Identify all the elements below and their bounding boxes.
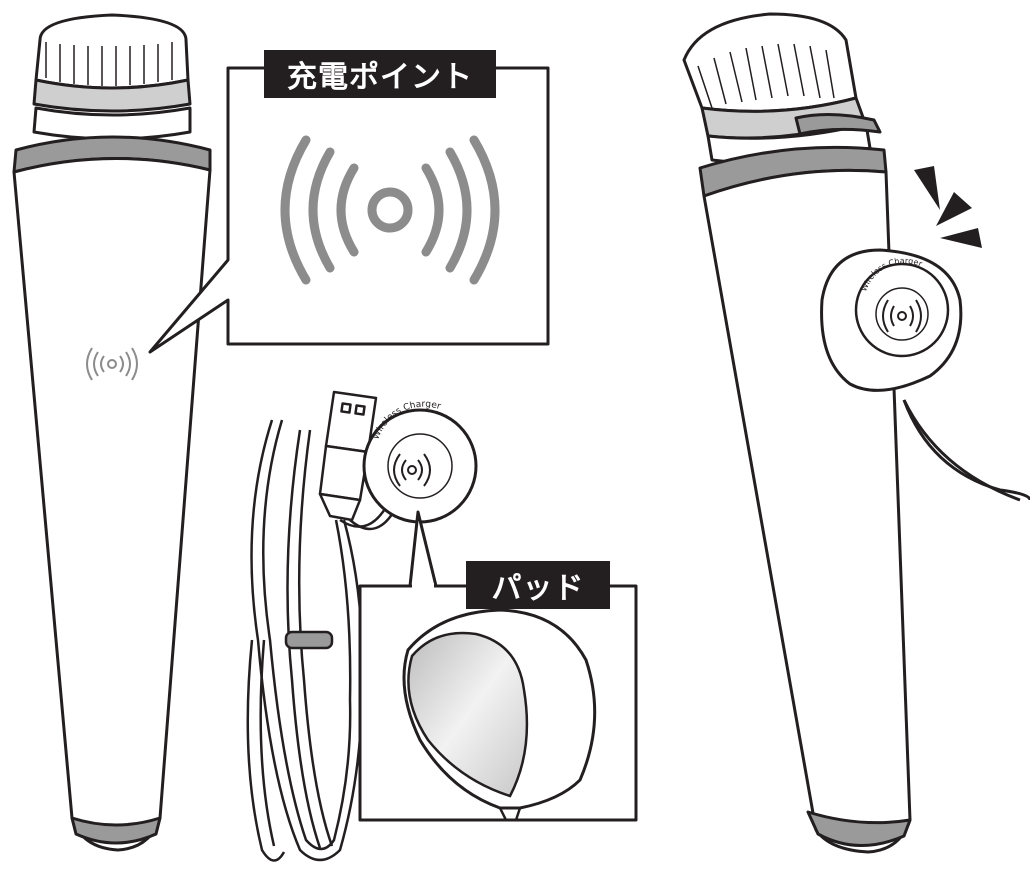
cleansing-device-front (12, 13, 212, 852)
pad-label: パッド (466, 561, 610, 609)
cable-tie (284, 630, 334, 650)
device-body (12, 156, 212, 852)
charging-point-callout (148, 66, 550, 354)
cleansing-device-charging (682, 12, 912, 854)
charging-point-icon (86, 347, 138, 381)
brush-head (34, 13, 190, 90)
attached-charger: Wireless Charger (820, 248, 1030, 502)
brush-head-right (682, 12, 858, 113)
wireless-charging-icon-large (280, 135, 500, 285)
pad-closeup (402, 608, 597, 821)
charging-point-label: 充電ポイント (264, 50, 496, 98)
attach-click-marks (914, 166, 982, 248)
usb-plug (318, 390, 378, 522)
pad-callout (358, 510, 638, 822)
wireless-charger-pad: Wireless Charger (362, 400, 478, 524)
brush-neck (32, 78, 192, 113)
